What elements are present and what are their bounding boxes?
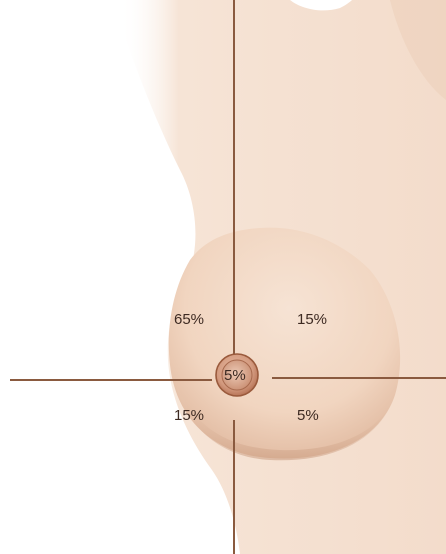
quadrant-label-lower-inner: 5% [297, 407, 319, 424]
quadrant-label-upper-outer: 65% [174, 311, 204, 328]
quadrant-label-central: 5% [224, 367, 246, 384]
quadrant-label-upper-inner: 15% [297, 311, 327, 328]
quadrant-label-lower-outer: 15% [174, 407, 204, 424]
